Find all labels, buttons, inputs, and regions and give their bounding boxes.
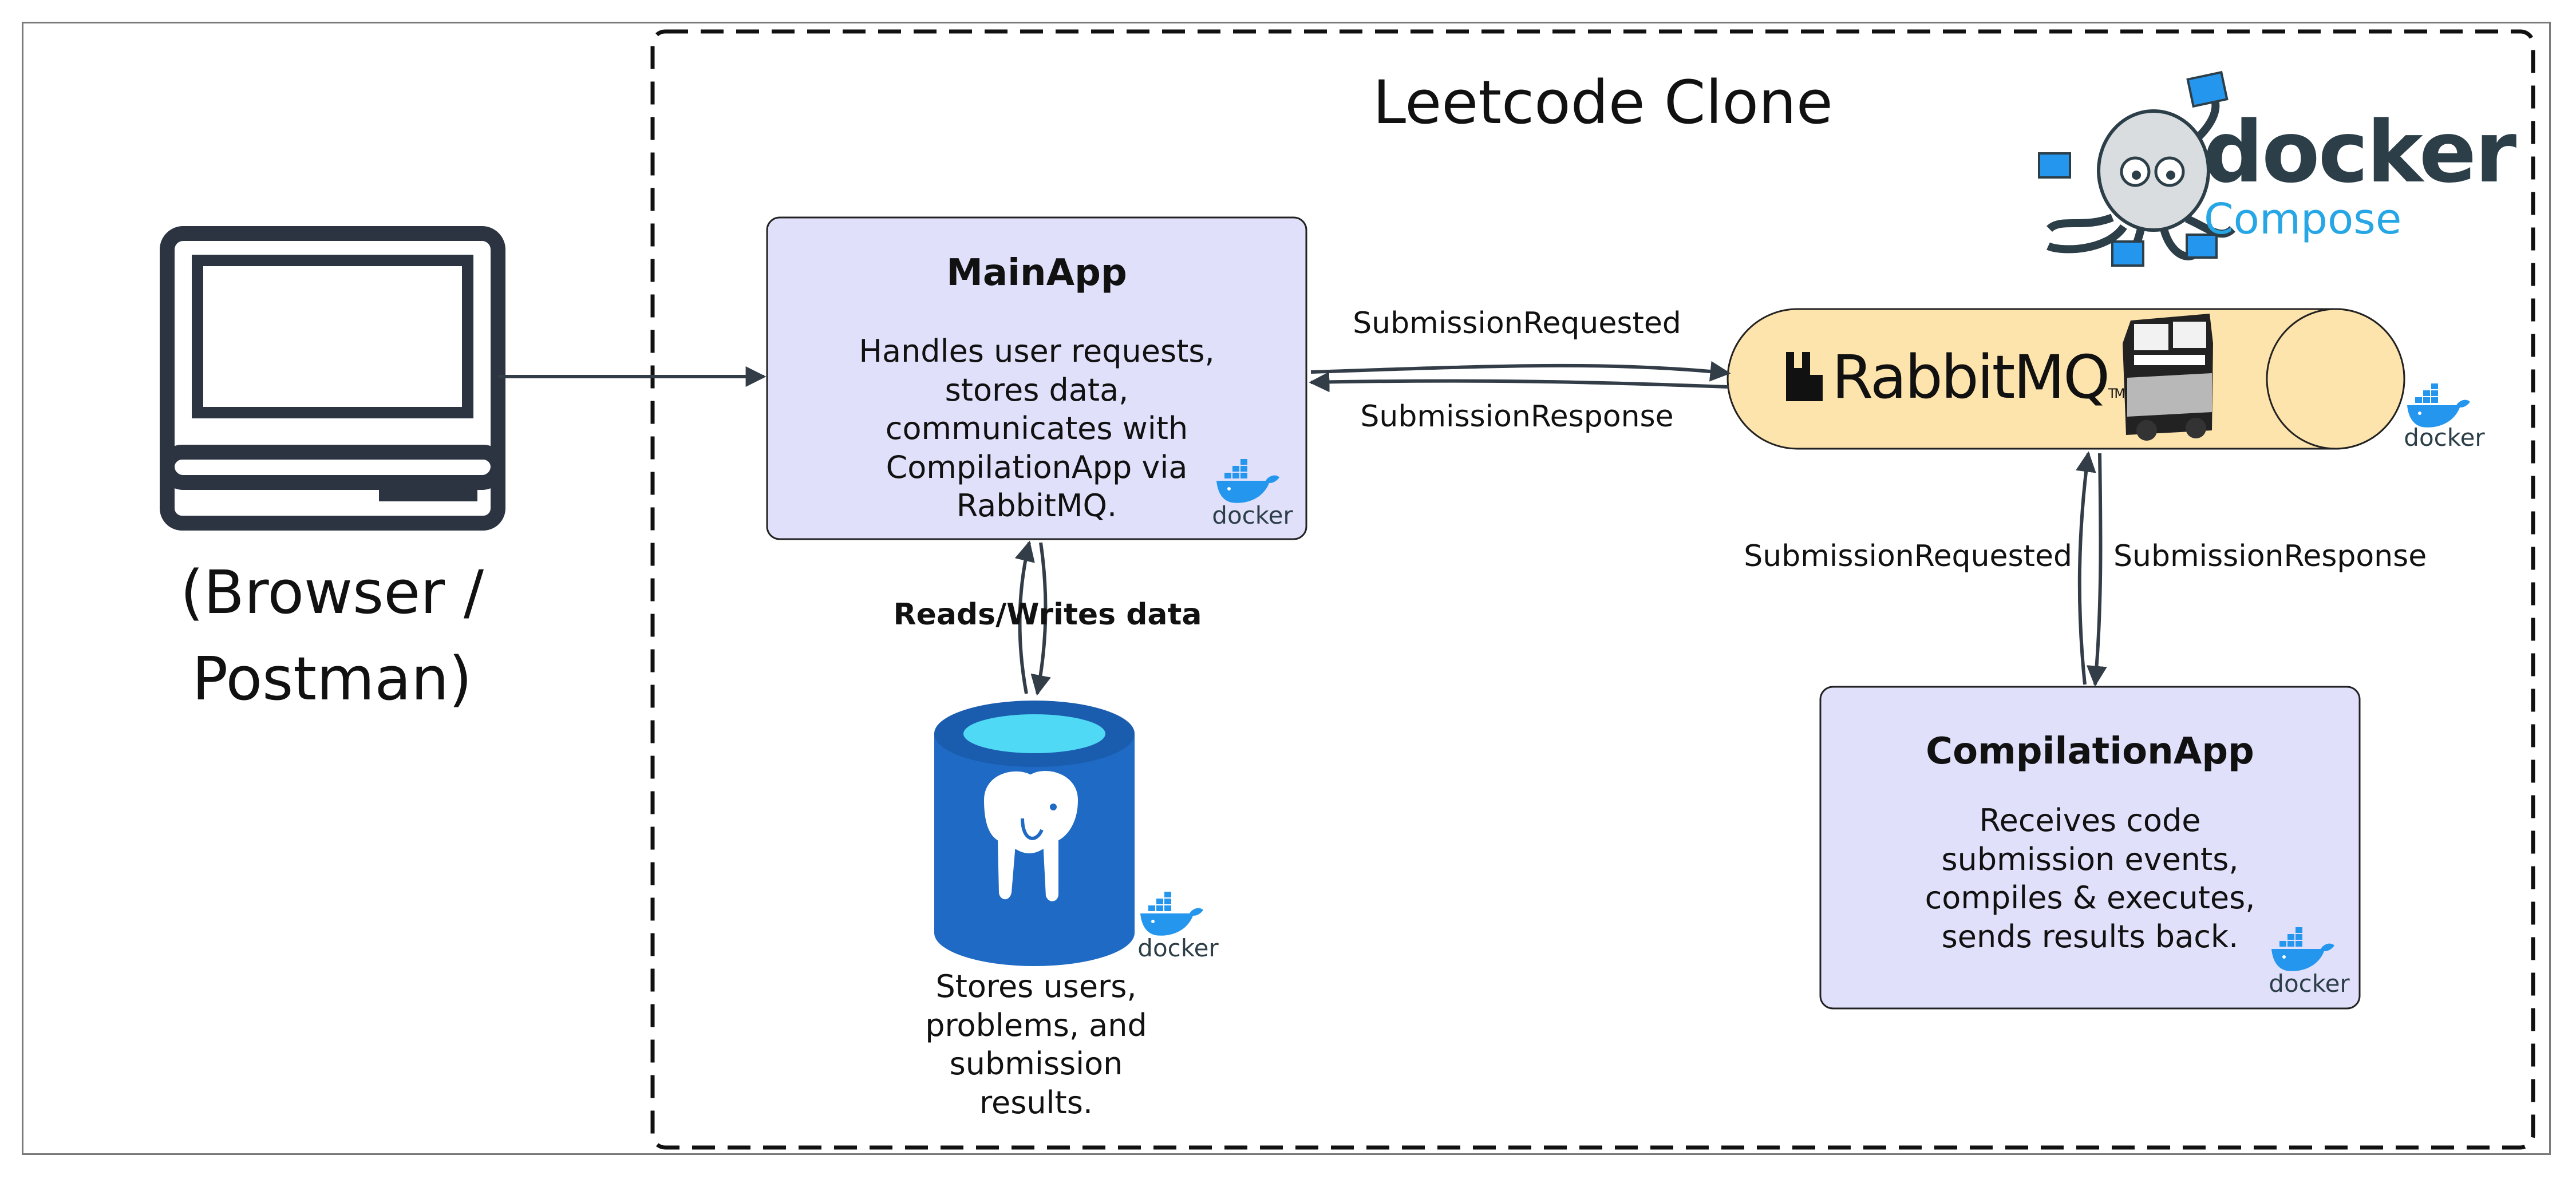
rabbitmq-label: RabbitMQTM	[1832, 342, 2125, 412]
mainapp-to-rabbit-arrow	[1310, 361, 1731, 382]
rabbitmq-trademark: TM	[2108, 387, 2125, 401]
database-desc-line: results.	[979, 1084, 1093, 1121]
postgresql-elephant-icon	[980, 767, 1082, 905]
client-label-line1: (Browser /	[180, 557, 484, 627]
rabbit-to-mainapp-arrow	[1309, 371, 1729, 393]
docker-compose-octopus-icon	[2038, 70, 2235, 267]
rabbit-docker-badge-label: docker	[2404, 424, 2485, 452]
rabbitmq-queue	[1726, 308, 2405, 450]
mainapp-desc-line: stores data,	[945, 371, 1129, 408]
mainapp-to-db-arrow	[1030, 542, 1051, 696]
masstransit-bus-icon	[2123, 314, 2213, 441]
compilationapp-box	[1819, 686, 2361, 1010]
rabbit-to-compile-arrow	[2086, 453, 2107, 687]
mainapp-desc-line: RabbitMQ.	[956, 488, 1117, 524]
client-label-line2: Postman)	[192, 643, 472, 714]
diagram-title: Leetcode Clone	[1373, 68, 1833, 137]
db-docker-badge-icon	[1140, 892, 1203, 936]
computer-icon	[160, 226, 505, 531]
compilationapp-desc-line: compiles & executes,	[1925, 880, 2255, 916]
edge-label-rabbit-to-main: SubmissionResponse	[1360, 399, 1674, 434]
edge-label-rabbit-to-compile: SubmissionRequested	[1744, 539, 2072, 573]
edge-label-main-to-rabbit: SubmissionRequested	[1353, 306, 1681, 341]
database-description: Stores users, problems, and submission r…	[893, 967, 1179, 1122]
outer-frame	[22, 22, 2551, 1155]
compose-boundary	[650, 29, 2535, 1150]
compilationapp-title: CompilationApp	[1926, 730, 2254, 773]
rabbit-docker-badge-icon	[2407, 383, 2470, 428]
mainapp-description: Handles user requests, stores data, comm…	[801, 332, 1272, 525]
compose-logo-compose-text: Compose	[2204, 195, 2402, 244]
compilationapp-desc-line: submission events,	[1941, 841, 2239, 877]
database-desc-line: submission	[949, 1046, 1123, 1082]
mainapp-desc-line: communicates with	[885, 410, 1188, 446]
mainapp-title: MainApp	[946, 252, 1127, 294]
db-to-mainapp-arrow	[1014, 540, 1035, 694]
rabbitmq-brand: RabbitMQ	[1832, 342, 2110, 412]
database-desc-line: Stores users,	[935, 968, 1137, 1004]
compilationapp-desc-line: sends results back.	[1941, 918, 2239, 955]
db-docker-badge-label: docker	[1137, 934, 1219, 962]
edge-label-main-db: Reads/Writes data	[893, 598, 1202, 632]
mainapp-docker-badge-label: docker	[1212, 501, 1293, 529]
edge-label-compile-to-rabbit: SubmissionResponse	[2113, 539, 2427, 573]
compile-docker-badge-label: docker	[2269, 970, 2350, 998]
client-label: (Browser / Postman)	[160, 549, 504, 722]
rabbitmq-logo-icon	[1786, 352, 1823, 401]
compile-to-rabbit-arrow	[2075, 451, 2096, 685]
compilationapp-desc-line: Receives code	[1979, 802, 2201, 838]
mainapp-desc-line: CompilationApp via	[886, 449, 1188, 485]
postgresql-database-icon	[934, 701, 1135, 966]
mainapp-desc-line: Handles user requests,	[859, 333, 1215, 369]
mainapp-box	[766, 216, 1307, 540]
database-desc-line: problems, and	[925, 1007, 1147, 1043]
compose-logo-docker-text: docker	[2203, 103, 2516, 201]
compilationapp-description: Receives code submission events, compile…	[1849, 801, 2331, 956]
